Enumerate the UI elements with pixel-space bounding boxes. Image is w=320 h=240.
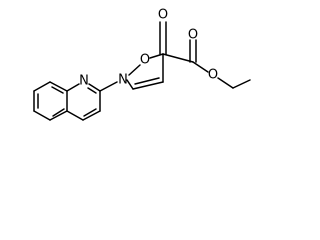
bond-quinoline-to-isoxazolone [99,81,118,92]
atom-label-quinoline-nitrogen: N [79,74,89,89]
atom-label-ester-oxygen: O [208,68,218,83]
bond [66,83,80,92]
isoxazolone-ring [126,53,164,90]
bond [217,77,234,89]
double-bond-inner [51,86,64,94]
bond [192,61,209,73]
bond [82,110,101,121]
double-bond-inner [87,87,97,94]
bond [49,81,68,92]
bond [66,110,84,121]
atom-label-ester-carbonyl-oxygen: O [188,28,198,43]
bond [126,79,134,90]
double-bond-inner [134,77,160,85]
bond [132,81,164,90]
structural-formula: N N O O O O [33,8,251,121]
ethyl-ester [162,39,251,89]
quinoline-pyridine-ring [66,83,101,121]
double-bond-inner [83,108,97,117]
bond [33,110,51,121]
bond [33,81,51,92]
atom-label-carbonyl-oxygen: O [158,8,168,23]
atom-label-ring-oxygen: O [140,53,150,68]
atom-label-ring-nitrogen: N [118,73,128,88]
double-bond-inner [52,108,65,117]
quinoline-benzo-ring [33,81,68,121]
bond [88,83,101,92]
bond [128,64,141,76]
bond [162,53,194,63]
bond [49,110,68,121]
bond [149,53,164,59]
bond [232,79,251,89]
